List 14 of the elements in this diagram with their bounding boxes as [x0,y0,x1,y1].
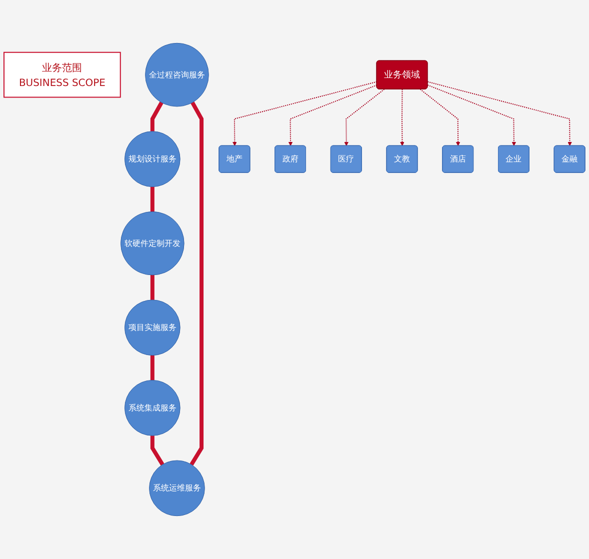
connector [150,186,154,212]
arrow [288,84,378,146]
arrow [427,81,572,146]
node-box: 业务范围 BUSINESS SCOPE [4,52,121,98]
arrow [427,84,516,146]
arrow [420,88,460,146]
connector [150,355,154,380]
connector [150,436,164,466]
connector [190,102,204,466]
connector [150,102,164,132]
connector [150,275,154,300]
arrow [232,81,378,146]
arrow [344,88,385,146]
arrow [400,88,404,146]
